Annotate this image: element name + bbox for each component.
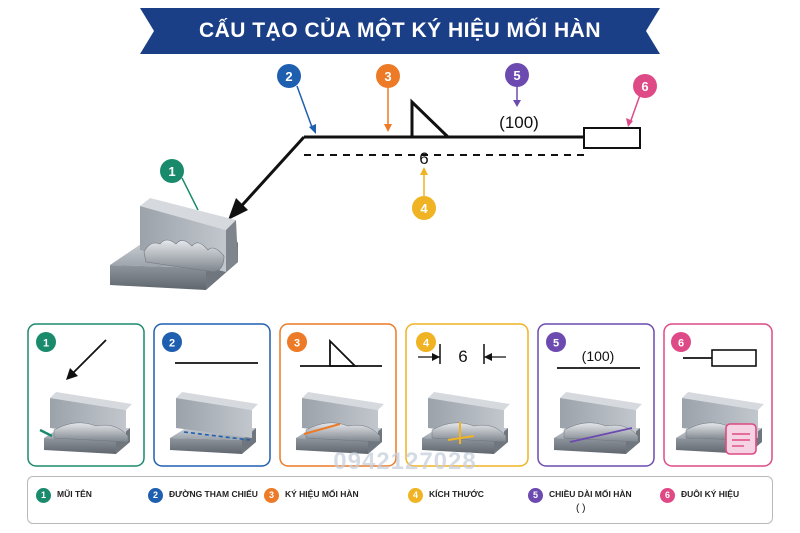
marker-3-tip xyxy=(384,124,392,132)
card-5-length-indicator xyxy=(569,427,633,443)
watermark-text: 0942127028 xyxy=(333,448,477,475)
card-3-fillet-symbol xyxy=(329,338,358,367)
card-4-dim-label: 6 xyxy=(458,347,467,366)
card-6-note-icon xyxy=(725,423,757,455)
marker-3: 3 xyxy=(376,64,400,88)
legend-1-label: MŨI TÊN xyxy=(57,489,92,499)
marker-6-tip xyxy=(626,118,633,127)
page-title: CẤU TẠO CỦA MỘT KÝ HIỆU MỐI HÀN xyxy=(198,19,602,42)
marker-6-leader xyxy=(629,94,641,124)
svg-text:3: 3 xyxy=(384,69,391,84)
svg-text:6: 6 xyxy=(641,79,648,94)
marker-2-leader xyxy=(296,85,314,131)
title-banner xyxy=(140,8,660,54)
marker-5: 5 xyxy=(505,63,529,87)
legend-item-4: 4 KÍCH THƯỚC xyxy=(408,485,518,517)
main-workpiece xyxy=(110,198,238,290)
svg-text:4: 4 xyxy=(420,201,428,216)
legend-item-6: 6 ĐUÔI KÝ HIỆU xyxy=(660,485,770,517)
fillet-weld-symbol xyxy=(410,98,452,139)
legend-item-3: 3 KÝ HIỆU MỐI HÀN xyxy=(264,485,382,517)
marker-2-tip xyxy=(309,124,316,134)
legend-item-2: 2 ĐƯỜNG THAM CHIẾU xyxy=(148,485,258,517)
card-1-arrow-line xyxy=(71,339,107,375)
marker-2: 2 xyxy=(277,64,301,88)
card-1-indicator-arrow xyxy=(39,428,53,438)
legend-4-label: KÍCH THƯỚC xyxy=(429,489,484,499)
svg-text:2: 2 xyxy=(285,69,292,84)
legend-2-badge: 2 xyxy=(148,488,163,503)
marker-4-tip xyxy=(420,167,428,175)
legend-6-label: ĐUÔI KÝ HIỆU xyxy=(681,489,740,499)
card-4-size-indicator-h xyxy=(447,435,475,441)
marker-1-leader xyxy=(181,177,199,211)
card-6-number: 6 xyxy=(678,338,684,350)
weld-size-label: 6 xyxy=(419,149,428,168)
legend-item-1: 1 MŨI TÊN xyxy=(36,485,146,517)
arrow-head xyxy=(228,198,248,220)
legend-4-badge: 4 xyxy=(408,488,423,503)
main-weld-symbol: (100) 6 xyxy=(228,98,641,220)
legend-item-5: 5 CHIỀU DÀI MỐI HÀN ( ) xyxy=(528,485,646,517)
legend-5-symbol: ( ) xyxy=(576,503,586,514)
card-6-badge xyxy=(671,332,691,352)
card-4-badge xyxy=(416,332,436,352)
card-3-bead-outline xyxy=(303,423,341,435)
card-1-badge xyxy=(36,332,56,352)
marker-5-tip xyxy=(513,100,521,107)
card-workpieces xyxy=(39,392,764,455)
legend-5-label: CHIỀU DÀI MỐI HÀN xyxy=(549,489,632,499)
svg-text:5: 5 xyxy=(513,68,520,83)
svg-text:1: 1 xyxy=(168,164,175,179)
weld-length-label: (100) xyxy=(499,113,539,132)
legend-6-badge: 6 xyxy=(660,488,675,503)
marker-1: 1 xyxy=(160,159,184,183)
marker-4: 4 xyxy=(412,196,436,220)
card-4-dim-arrow-right xyxy=(484,353,492,361)
card-5-badge xyxy=(546,332,566,352)
card-1-arrow-head xyxy=(66,368,78,380)
legend-3-badge: 3 xyxy=(264,488,279,503)
card-2-badge xyxy=(162,332,182,352)
marker-6: 6 xyxy=(633,74,657,98)
tail-box xyxy=(583,127,641,149)
card-4-number: 4 xyxy=(423,338,430,350)
legend-1-badge: 1 xyxy=(36,488,51,503)
arrow-line xyxy=(234,135,306,214)
card-5-number: 5 xyxy=(553,338,559,350)
card-6-tail-box xyxy=(711,349,757,367)
card-3-number: 3 xyxy=(294,338,300,350)
legend-3-label: KÝ HIỆU MỐI HÀN xyxy=(285,489,359,499)
legend-bar: 1 MŨI TÊN 2 ĐƯỜNG THAM CHIẾU 3 KÝ HIỆU M… xyxy=(27,476,773,524)
card-4-dim-arrow-left xyxy=(432,353,440,361)
card-3-badge xyxy=(287,332,307,352)
card-2-number: 2 xyxy=(169,338,175,350)
card-1-number: 1 xyxy=(43,338,49,350)
legend-2-label: ĐƯỜNG THAM CHIẾU xyxy=(169,489,258,499)
legend-5-badge: 5 xyxy=(528,488,543,503)
card-5-length-label: (100) xyxy=(582,348,615,364)
